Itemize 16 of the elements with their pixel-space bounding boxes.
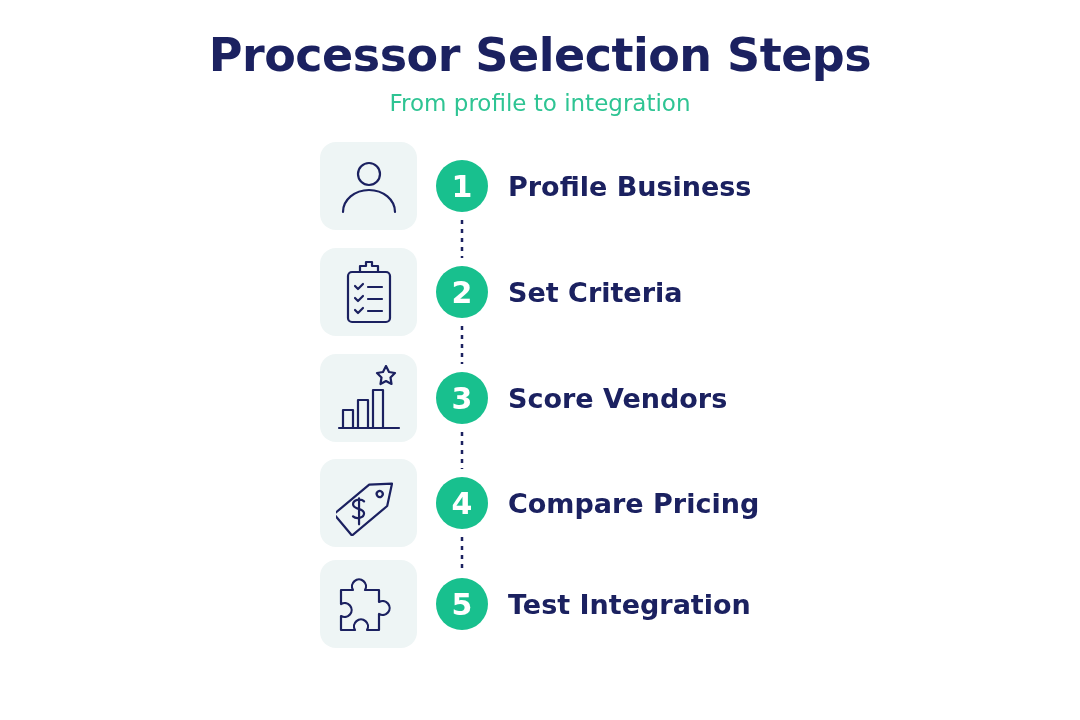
step-label: Compare Pricing	[508, 487, 760, 519]
title: Processor Selection Steps	[208, 28, 872, 82]
dotted-connector	[460, 220, 464, 258]
step-label: Profile Business	[508, 170, 752, 202]
subtitle: From profile to integration	[389, 90, 691, 116]
step-label: Score Vendors	[508, 382, 728, 414]
dotted-connector	[460, 326, 464, 364]
step-number-circle: 1	[436, 160, 488, 212]
step-number-circle: 2	[436, 266, 488, 318]
step-label: Test Integration	[508, 588, 751, 620]
step-label: Set Criteria	[508, 276, 683, 308]
step-number-circle: 3	[436, 372, 488, 424]
step-number-circle: 5	[436, 578, 488, 630]
dotted-connector	[460, 432, 464, 469]
step-number-circle: 4	[436, 477, 488, 529]
dotted-connector	[460, 537, 464, 570]
